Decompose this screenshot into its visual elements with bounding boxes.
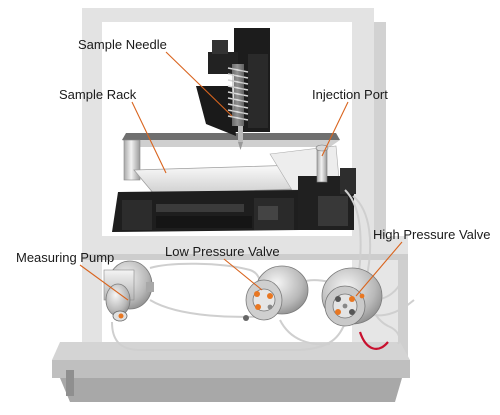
label-high-pressure-valve: High Pressure Valve <box>373 227 491 242</box>
leader-measuring-pump <box>79 264 129 301</box>
sample-rack-assembly <box>112 133 356 232</box>
leader-injection-port <box>321 101 349 157</box>
label-low-pressure-valve: Low Pressure Valve <box>165 244 280 259</box>
leader-sample-rack <box>131 101 167 174</box>
sample-needle-assembly <box>196 28 270 150</box>
leader-lines <box>79 51 403 301</box>
low-pressure-valve <box>243 265 309 321</box>
label-measuring-pump: Measuring Pump <box>16 250 115 265</box>
label-injection-port: Injection Port <box>312 87 388 102</box>
measuring-pump <box>103 260 154 322</box>
leader-high-pressure-valve <box>355 241 403 297</box>
label-sample-rack: Sample Rack <box>59 87 137 102</box>
leader-sample-needle <box>165 51 233 117</box>
leader-low-pressure-valve <box>223 258 263 291</box>
red-tube <box>358 331 389 350</box>
high-pressure-valve <box>321 267 383 327</box>
label-sample-needle: Sample Needle <box>78 37 167 52</box>
